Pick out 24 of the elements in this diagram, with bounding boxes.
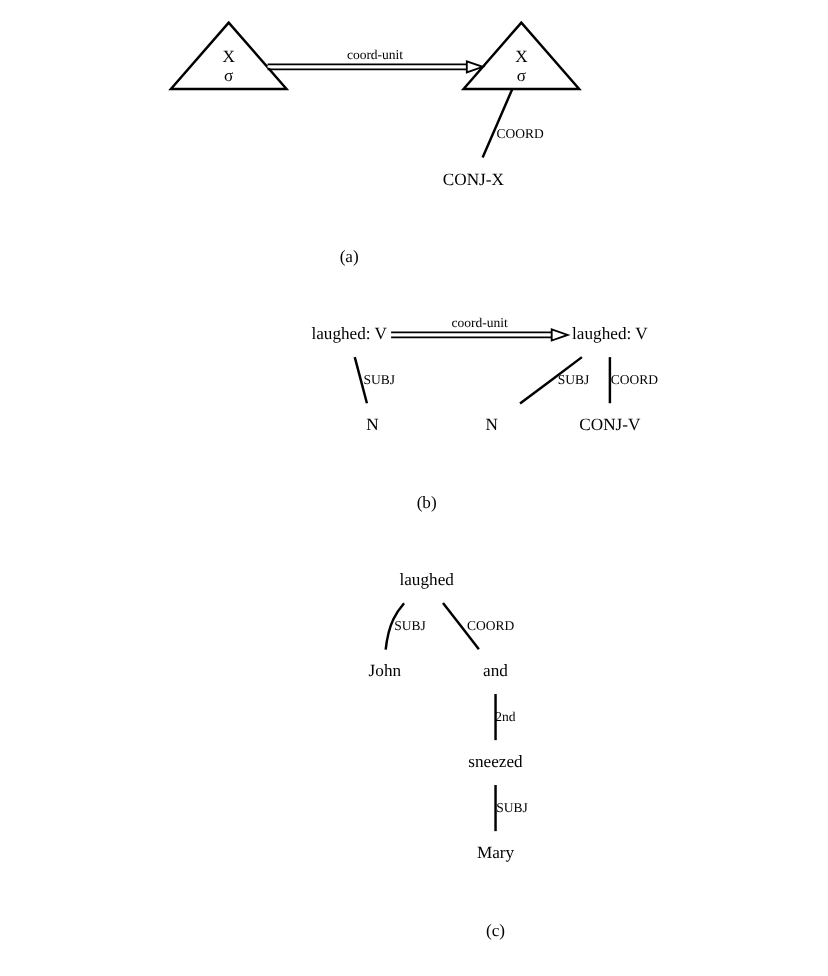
node-text: laughed bbox=[398, 569, 453, 590]
connector bbox=[518, 356, 582, 405]
node-text: N bbox=[365, 414, 378, 435]
connector bbox=[607, 357, 611, 404]
node-text: Mary bbox=[475, 842, 514, 863]
node-text: CONJ-X bbox=[441, 168, 503, 189]
node-text: CONJ-V bbox=[578, 414, 640, 435]
label: (a) bbox=[338, 245, 358, 266]
node-text: laughed: V bbox=[310, 323, 387, 344]
connector bbox=[493, 694, 496, 741]
arrow bbox=[389, 328, 570, 342]
arrow bbox=[265, 59, 485, 74]
node-text: and bbox=[482, 660, 507, 681]
label: (c) bbox=[484, 919, 505, 940]
connector bbox=[383, 602, 404, 650]
node-text: John bbox=[367, 660, 401, 681]
connector bbox=[480, 88, 513, 158]
connector bbox=[352, 356, 368, 404]
node-text: laughed: V bbox=[571, 323, 647, 344]
connector bbox=[441, 602, 479, 650]
connector bbox=[493, 785, 496, 832]
node-text: sneezed bbox=[467, 751, 522, 772]
node-text: N bbox=[484, 414, 498, 435]
label: (b) bbox=[415, 491, 436, 512]
